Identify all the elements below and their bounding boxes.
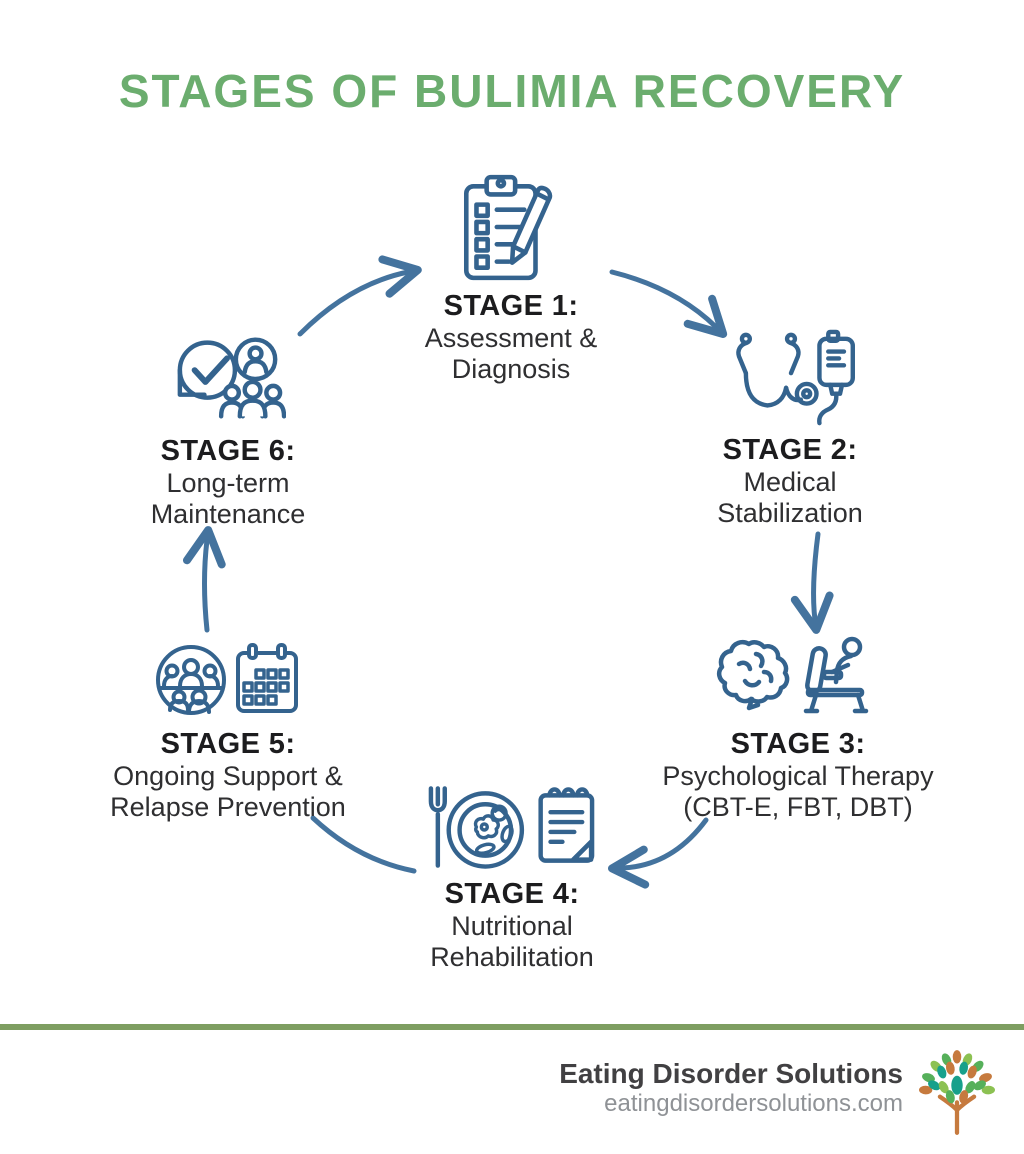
stage-2-line-1: Medical: [743, 467, 837, 497]
stage-1-text: STAGE 1: Assessment & Diagnosis: [361, 290, 661, 385]
stage-1-label: STAGE 1:: [443, 290, 579, 322]
stage-2-label: STAGE 2:: [722, 434, 858, 466]
stage-1-line-2: Diagnosis: [451, 354, 571, 384]
stage-6-line-2: Maintenance: [150, 499, 306, 529]
stage-6-label: STAGE 6:: [160, 435, 296, 467]
stage-4-label: STAGE 4:: [444, 878, 580, 910]
tree-logo-icon: [919, 1046, 995, 1136]
stage-5-text: STAGE 5: Ongoing Support & Relapse Preve…: [60, 728, 396, 823]
arrow-stage2-to-stage3: [790, 531, 834, 634]
arrow-stage5-to-stage6: [182, 526, 226, 633]
stage-3-line-2: (CBT-E, FBT, DBT): [683, 792, 913, 822]
fork-plate-notepad-icon: [424, 780, 598, 874]
stage-4-line-1: Nutritional: [451, 911, 573, 941]
stage-6-text: STAGE 6: Long-term Maintenance: [78, 435, 378, 530]
clipboard-checklist-pencil-icon: [452, 170, 562, 284]
stage-4-text: STAGE 4: Nutritional Rehabilitation: [362, 878, 662, 973]
support-group-calendar-icon: [152, 640, 302, 720]
stage-3-line-1: Psychological Therapy: [662, 761, 934, 791]
footer-branding: Eating Disorder Solutions eatingdisorder…: [559, 1058, 903, 1118]
arrow-stage3-to-stage4: [608, 817, 709, 889]
stage-1-line-1: Assessment &: [424, 323, 598, 353]
stage-4-line-2: Rehabilitation: [430, 942, 594, 972]
checkmark-people-group-icon: [172, 334, 286, 424]
stage-5-line-2: Relapse Prevention: [110, 792, 346, 822]
stage-5-label: STAGE 5:: [160, 728, 296, 760]
stage-3-text: STAGE 3: Psychological Therapy (CBT-E, F…: [622, 728, 974, 823]
footer-divider: [0, 1024, 1024, 1030]
stage-2-line-2: Stabilization: [717, 498, 863, 528]
company-name: Eating Disorder Solutions: [559, 1058, 903, 1089]
brain-therapy-chair-icon: [712, 634, 882, 722]
stethoscope-iv-bag-icon: [726, 328, 856, 430]
stage-6-line-1: Long-term: [166, 468, 290, 498]
stage-5-line-1: Ongoing Support &: [113, 761, 343, 791]
arrow-stage4-to-stage5: [310, 815, 417, 874]
stage-2-text: STAGE 2: Medical Stabilization: [640, 434, 940, 529]
company-website: eatingdisordersolutions.com: [604, 1090, 903, 1117]
page-title: STAGES OF BULIMIA RECOVERY: [118, 65, 906, 117]
stage-3-label: STAGE 3:: [730, 728, 866, 760]
